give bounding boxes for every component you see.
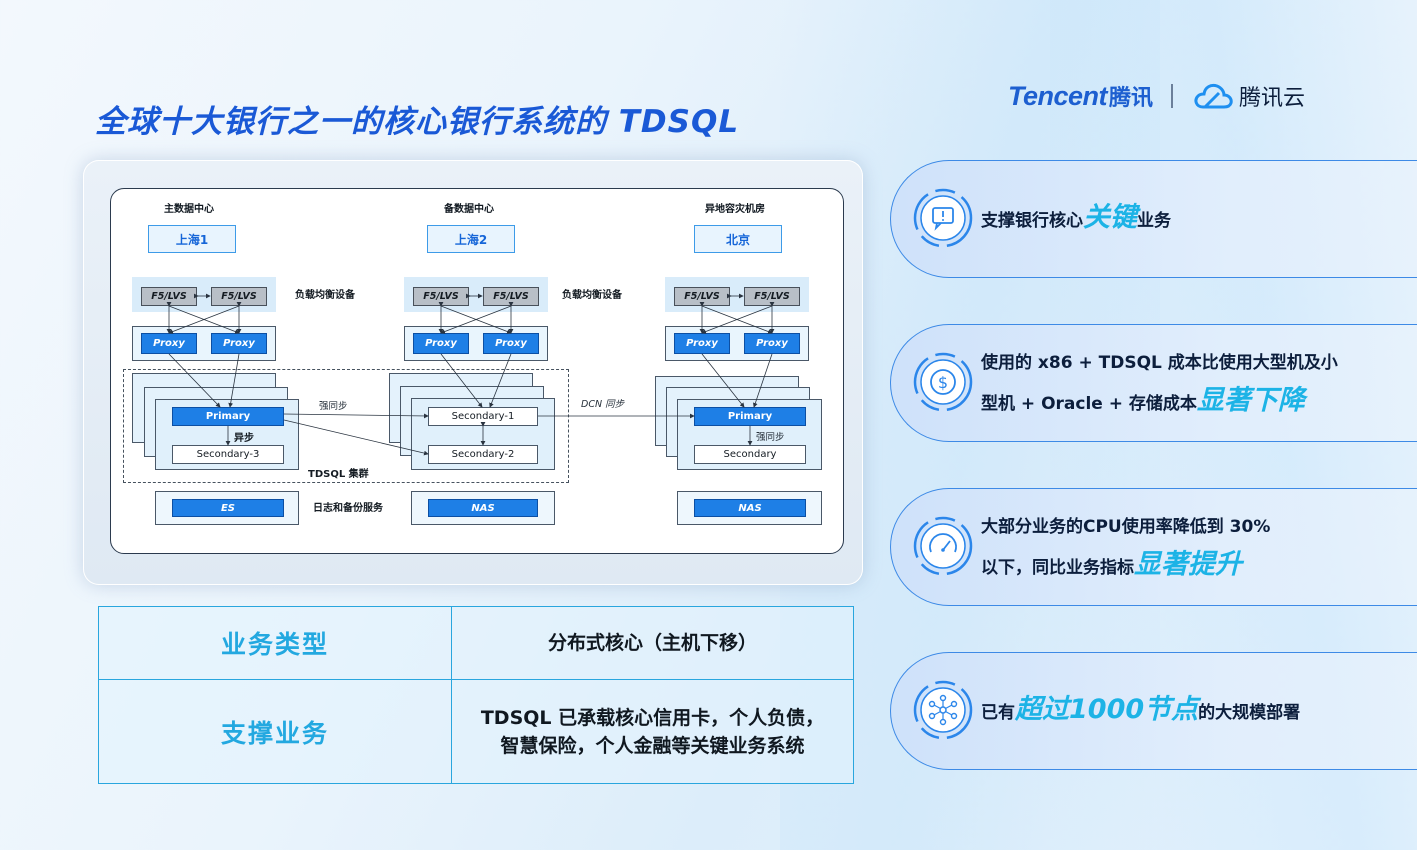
business-info-table: 业务类型 分布式核心（主机下移） 支撑业务 TDSQL 已承载核心信用卡，个人负… — [98, 606, 854, 784]
table-row: 业务类型 分布式核心（主机下移） — [99, 607, 853, 680]
panel-text: 使用的 x86 + TDSQL 成本比使用大型机及小型机 + Oracle + … — [981, 325, 1390, 441]
table-value-line: 智慧保险，个人金融等关键业务系统 — [500, 734, 805, 757]
dollar-icon: $ — [913, 352, 973, 412]
proxy-node: Proxy — [141, 333, 197, 354]
panel-highlight: 显著提升 — [1134, 548, 1242, 580]
panel-text-post: 业务 — [1137, 210, 1171, 231]
gauge-icon — [913, 516, 973, 576]
es-storage-node: ES — [172, 499, 284, 517]
table-row: 支撑业务 TDSQL 已承载核心信用卡，个人负债， 智慧保险，个人金融等关键业务… — [99, 680, 853, 783]
logo-divider — [1171, 84, 1174, 108]
dc-title-standby: 备数据中心 — [444, 204, 494, 215]
network-nodes-icon — [913, 680, 973, 740]
secondary-3-node: Secondary-3 — [172, 445, 284, 464]
panel-highlight: 显著下降 — [1196, 384, 1305, 416]
primary-node: Primary — [172, 407, 284, 426]
async-label: 异步 — [234, 433, 254, 444]
dc-title-primary: 主数据中心 — [164, 204, 214, 215]
proxy-node: Proxy — [413, 333, 469, 354]
lb-label: 负载均衡设备 — [295, 290, 355, 301]
city-beijing: 北京 — [694, 225, 782, 253]
strong-sync-label: 强同步 — [756, 432, 785, 443]
f5-lvs-node: F5/LVS — [744, 287, 800, 306]
dc-title-dr: 异地容灾机房 — [705, 204, 765, 215]
f5-lvs-node: F5/LVS — [211, 287, 267, 306]
panel-text: 支撑银行核心关键业务 — [981, 161, 1390, 277]
f5-lvs-node: F5/LVS — [483, 287, 539, 306]
feature-panel: 已有超过1000节点的大规模部署 — [890, 652, 1417, 770]
panel-text-pre: 以下，同比业务指标 — [981, 557, 1134, 578]
panel-text-post: 的大规模部署 — [1198, 702, 1301, 723]
log-backup-label: 日志和备份服务 — [313, 503, 383, 514]
city-shanghai1: 上海1 — [148, 225, 236, 253]
architecture-diagram: 主数据中心 备数据中心 异地容灾机房 上海1 上海2 北京 F5/LVS F5/… — [110, 188, 842, 552]
proxy-node: Proxy — [483, 333, 539, 354]
message-alert-icon — [913, 188, 973, 248]
logo: Tencent 腾讯 腾讯云 — [1008, 80, 1305, 112]
table-header-cell: 业务类型 — [99, 607, 452, 679]
nas-storage-node: NAS — [694, 499, 806, 517]
panel-text-pre: 支撑银行核心 — [981, 210, 1083, 231]
panel-text: 大部分业务的CPU使用率降低到 30% 以下，同比业务指标显著提升 — [981, 489, 1390, 605]
table-value-line: TDSQL 已承载核心信用卡，个人负债， — [480, 706, 825, 729]
proxy-node: Proxy — [674, 333, 730, 354]
panel-text-line1: 使用的 x86 + TDSQL 成本比使用大型机及小 — [981, 352, 1338, 373]
table-header-cell: 支撑业务 — [99, 680, 452, 783]
svg-text:$: $ — [938, 373, 948, 392]
table-value-cell: TDSQL 已承载核心信用卡，个人负债， 智慧保险，个人金融等关键业务系统 — [452, 680, 853, 783]
page-title: 全球十大银行之一的核心银行系统的 TDSQL — [95, 104, 740, 140]
panel-highlight: 关键 — [1083, 201, 1137, 233]
panel-highlight: 超过1000节点 — [1015, 693, 1199, 725]
dcn-sync-label: DCN 同步 — [581, 399, 625, 410]
strong-sync-label: 强同步 — [319, 401, 348, 412]
city-shanghai2: 上海2 — [427, 225, 515, 253]
feature-panel: $ 使用的 x86 + TDSQL 成本比使用大型机及小型机 + Oracle … — [890, 324, 1417, 442]
dcn-secondary-node: Secondary — [694, 445, 806, 464]
panel-text-line1: 大部分业务的CPU使用率降低到 30% — [981, 516, 1271, 537]
panel-text-pre: 已有 — [981, 702, 1015, 723]
feature-panel: 支撑银行核心关键业务 — [890, 160, 1417, 278]
cluster-label: TDSQL 集群 — [308, 469, 369, 480]
panel-text: 已有超过1000节点的大规模部署 — [981, 653, 1390, 769]
secondary-1-node: Secondary-1 — [428, 407, 538, 426]
tencent-logo-cn: 腾讯 — [1109, 86, 1154, 111]
f5-lvs-node: F5/LVS — [141, 287, 197, 306]
lb-label: 负载均衡设备 — [562, 290, 622, 301]
panel-text-pre: 型机 + Oracle + 存储成本 — [981, 393, 1197, 414]
dcn-primary-node: Primary — [694, 407, 806, 426]
tencent-cloud-logo-cn: 腾讯云 — [1239, 86, 1306, 111]
tdsql-cluster-boundary — [123, 369, 569, 483]
proxy-node: Proxy — [211, 333, 267, 354]
feature-panel: 大部分业务的CPU使用率降低到 30% 以下，同比业务指标显著提升 — [890, 488, 1417, 606]
tencent-logo-text: Tencent — [1008, 80, 1108, 111]
proxy-node: Proxy — [744, 333, 800, 354]
f5-lvs-node: F5/LVS — [413, 287, 469, 306]
table-value-cell: 分布式核心（主机下移） — [547, 632, 757, 654]
tencent-cloud-logo-icon — [1194, 83, 1233, 109]
nas-storage-node: NAS — [428, 499, 538, 517]
f5-lvs-node: F5/LVS — [674, 287, 730, 306]
secondary-2-node: Secondary-2 — [428, 445, 538, 464]
